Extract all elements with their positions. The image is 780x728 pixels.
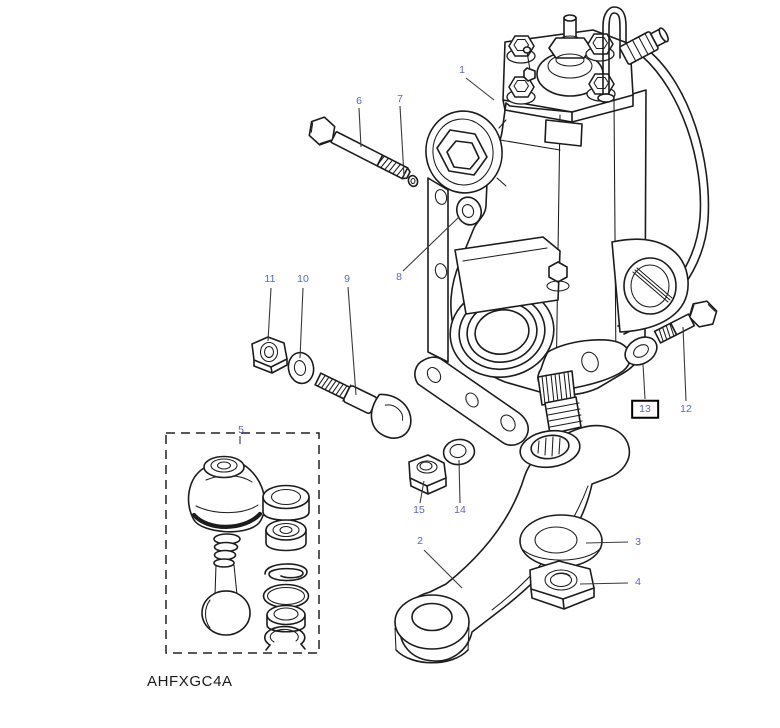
nut-4 xyxy=(529,560,595,610)
washer-3 xyxy=(519,514,603,568)
callout-13-boxed: 13 xyxy=(631,399,659,419)
banjo-fitting xyxy=(619,27,669,65)
callout-7: 7 xyxy=(397,92,403,105)
callout-14: 14 xyxy=(454,503,466,516)
drop-arm-bushing xyxy=(394,594,470,664)
callout-9: 9 xyxy=(344,272,350,285)
shaft-boss xyxy=(519,429,581,469)
leader-lines xyxy=(239,77,687,589)
link-bolt-9 xyxy=(314,372,412,439)
callout-15: 15 xyxy=(413,503,425,516)
callout-10: 10 xyxy=(297,272,309,285)
washer-13 xyxy=(624,336,658,366)
mounting-plate xyxy=(427,177,449,363)
washer-10 xyxy=(287,351,315,385)
washer-14 xyxy=(442,438,476,466)
figure-code: AHFXGC4A xyxy=(147,673,233,690)
washer-8 xyxy=(455,196,483,226)
callout-5: 5 xyxy=(238,423,244,436)
callout-2: 2 xyxy=(417,534,423,547)
input-coupling-boss xyxy=(425,110,507,194)
side-port-plug xyxy=(611,238,689,333)
clamp-block xyxy=(454,236,570,315)
callout-6: 6 xyxy=(356,94,362,107)
callout-1: 1 xyxy=(459,63,465,76)
kit-seal-stack xyxy=(262,484,310,651)
relay-lever xyxy=(414,356,529,446)
callout-8: 8 xyxy=(396,270,402,283)
pipe-loop xyxy=(597,6,627,103)
repair-kit-box xyxy=(165,432,320,654)
nut-15 xyxy=(408,454,447,495)
callout-3: 3 xyxy=(635,535,641,548)
splined-shaft xyxy=(537,370,583,435)
ball-joint xyxy=(187,455,266,636)
bleed-screw xyxy=(522,46,536,82)
bolt-12 xyxy=(653,300,718,344)
nut-11 xyxy=(251,336,288,374)
callout-11: 11 xyxy=(264,272,276,285)
callout-12: 12 xyxy=(680,402,692,415)
callout-4: 4 xyxy=(635,575,641,588)
stud-7 xyxy=(407,174,419,188)
cover-dome xyxy=(536,14,604,97)
bolt-6 xyxy=(308,116,411,180)
